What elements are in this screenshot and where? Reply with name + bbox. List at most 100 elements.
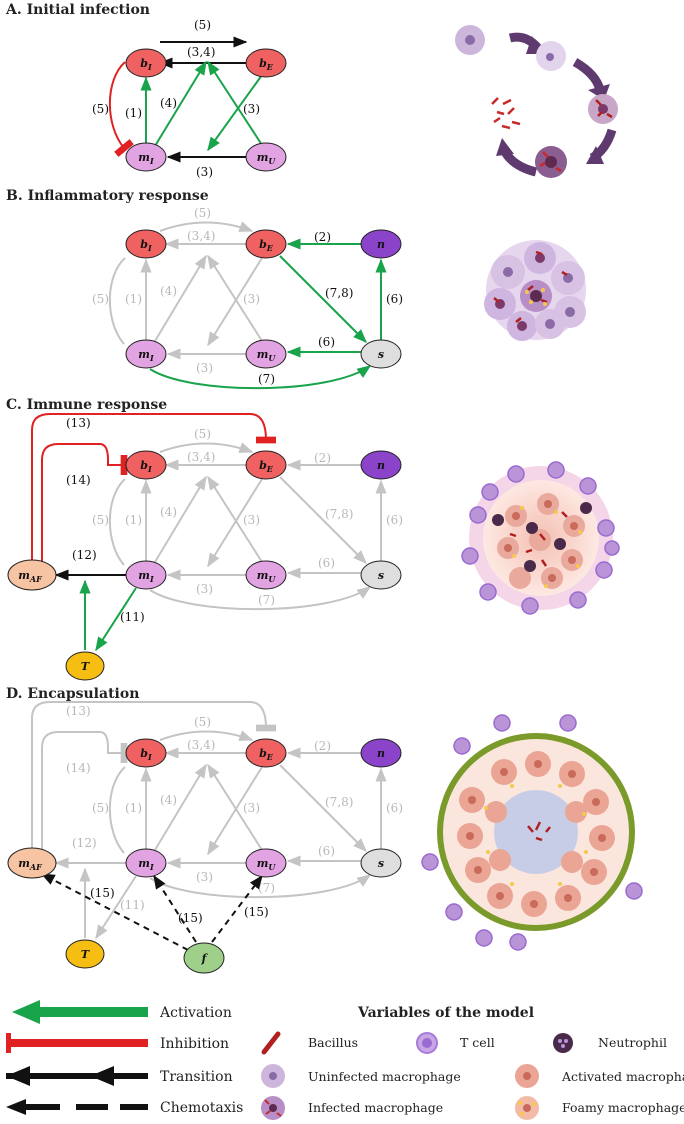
transition-arrow-icon <box>6 1066 30 1086</box>
edge-d-f-mI <box>153 874 197 943</box>
legend-activated: Activated macrophage <box>515 1064 684 1088</box>
node-c-n: n <box>360 450 402 480</box>
svg-text:n: n <box>377 238 385 251</box>
label-c-11: (11) <box>120 610 145 624</box>
legend-variables-title: Variables of the model <box>357 1005 534 1021</box>
inflammatory-cluster-illustration <box>484 240 586 341</box>
label-c-1: (1) <box>125 513 142 527</box>
panel-d-title: D. Encapsulation <box>6 686 139 702</box>
label-d-1: (1) <box>125 801 142 815</box>
label-c-12: (12) <box>72 548 97 562</box>
neutrophil-icon <box>553 1033 573 1053</box>
label-c-7: (7) <box>258 593 275 607</box>
immune-granuloma-illustration <box>461 461 620 615</box>
label-c-2: (2) <box>314 451 331 465</box>
edge-d-f-mU <box>211 874 263 943</box>
label-a-34: (3,4) <box>187 45 215 59</box>
svg-text:bI: bI <box>140 459 152 474</box>
node-b-n: n <box>360 229 402 259</box>
svg-text:mAF: mAF <box>18 857 43 872</box>
label-d-3-bottom: (3) <box>196 870 213 884</box>
label-c-3-bottom: (3) <box>196 582 213 596</box>
label-c-6: (6) <box>386 513 403 527</box>
svg-text:bI: bI <box>140 747 152 762</box>
label-d-12: (12) <box>72 836 97 850</box>
svg-text:Activated macrophage: Activated macrophage <box>561 1069 684 1084</box>
edge-a-mI-mid <box>154 60 207 147</box>
inhibition-bar-icon <box>6 1033 11 1053</box>
label-b-6-bottom: (6) <box>318 335 335 349</box>
label-c-34: (3,4) <box>187 450 215 464</box>
node-d-T: T <box>65 939 105 969</box>
node-a-mU: mU <box>245 142 287 172</box>
svg-text:mU: mU <box>257 857 277 872</box>
legend-inhibition-label: Inhibition <box>160 1036 229 1052</box>
label-b-5: (5) <box>92 292 109 306</box>
legend-bacillus: Bacillus <box>261 1031 358 1055</box>
label-a-5: (5) <box>92 102 109 116</box>
label-d-5: (5) <box>92 801 109 815</box>
legend-infected: Infected macrophage <box>261 1096 443 1120</box>
svg-text:mU: mU <box>257 151 277 166</box>
edge-a-inhib-bI-mI <box>108 61 134 157</box>
label-b-5-top: (5) <box>194 206 211 220</box>
label-b-6: (6) <box>386 292 403 306</box>
node-d-s: s <box>360 848 402 878</box>
activation-arrow-icon <box>12 1000 148 1024</box>
node-d-mAF: mAF <box>7 847 57 879</box>
legend: Activation Inhibition Transition Chemota… <box>6 1000 684 1120</box>
svg-text:bE: bE <box>259 238 274 253</box>
legend-tcell: T cell <box>416 1032 495 1054</box>
label-c-4: (4) <box>160 505 177 519</box>
svg-text:n: n <box>377 747 385 760</box>
node-c-mAF: mAF <box>7 559 57 591</box>
label-b-78: (7,8) <box>325 286 353 300</box>
svg-text:bI: bI <box>140 57 152 72</box>
label-a-3: (3) <box>243 102 260 116</box>
svg-text:mI: mI <box>138 151 154 166</box>
node-d-bI: bI <box>125 738 167 768</box>
node-d-n: n <box>360 738 402 768</box>
label-d-34: (3,4) <box>187 738 215 752</box>
svg-text:mAF: mAF <box>18 569 43 584</box>
node-c-mU: mU <box>245 560 287 590</box>
panel-b-title: B. Inflammatory response <box>6 188 209 204</box>
edge-c-mAF-bE <box>31 413 277 564</box>
svg-text:T: T <box>81 948 90 961</box>
edge-d-f-mAF <box>40 873 189 951</box>
panel-c-network: (5) (3,4) (5) (1) (4) (3) (3) (2) (7,8) … <box>7 413 403 681</box>
node-d-mI: mI <box>125 848 167 878</box>
label-b-7: (7) <box>258 372 275 386</box>
infection-cycle-illustration <box>455 25 618 178</box>
label-a-4: (4) <box>160 96 177 110</box>
edge-c-mI-T <box>95 587 137 652</box>
label-b-2: (2) <box>314 230 331 244</box>
legend-transition: Transition <box>6 1066 233 1086</box>
label-d-14: (14) <box>66 761 91 775</box>
chemotaxis-arrow-icon <box>6 1099 26 1115</box>
label-b-3: (3) <box>243 292 260 306</box>
svg-text:s: s <box>378 569 384 582</box>
node-b-mI: mI <box>125 339 167 369</box>
node-d-mU: mU <box>245 848 287 878</box>
label-d-11: (11) <box>120 898 145 912</box>
label-c-6-bottom: (6) <box>318 556 335 570</box>
label-d-4: (4) <box>160 793 177 807</box>
node-c-s: s <box>360 560 402 590</box>
label-a-5-top: (5) <box>194 18 211 32</box>
node-b-bI: bI <box>125 229 167 259</box>
label-d-7: (7) <box>258 881 275 895</box>
svg-text:mI: mI <box>138 569 154 584</box>
svg-text:Neutrophil: Neutrophil <box>598 1035 667 1050</box>
panel-a-title: A. Initial infection <box>5 2 150 18</box>
label-d-3: (3) <box>243 801 260 815</box>
svg-text:mI: mI <box>138 857 154 872</box>
svg-text:s: s <box>378 857 384 870</box>
node-c-bE: bE <box>245 450 287 480</box>
node-a-bI: bI <box>125 48 167 78</box>
label-d-6-bottom: (6) <box>318 844 335 858</box>
svg-text:bE: bE <box>259 747 274 762</box>
label-c-13: (13) <box>66 416 91 430</box>
node-d-bE: bE <box>245 738 287 768</box>
